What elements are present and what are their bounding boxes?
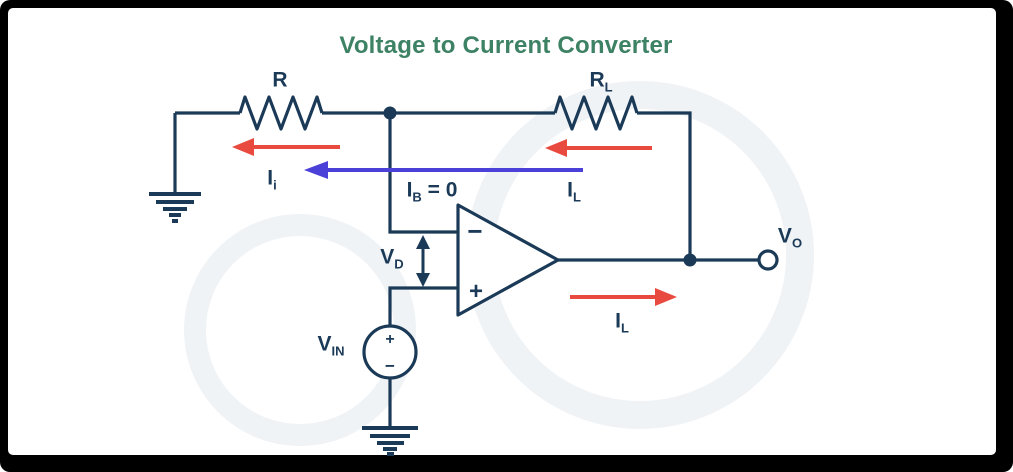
source-plus-sign: +	[385, 331, 395, 348]
label-vin-sub: IN	[331, 343, 345, 359]
wire-top-right	[637, 111, 692, 260]
label-voltage-vd: VD	[380, 245, 403, 271]
ground-left-icon	[149, 192, 201, 223]
label-voltage-vo: VO	[777, 224, 802, 250]
arrow-il-top	[545, 139, 652, 157]
label-ib-suffix: = 0	[421, 178, 458, 202]
label-voltage-vin: VIN	[317, 332, 344, 358]
label-vo-main: V	[777, 224, 792, 248]
junction-dot-output	[683, 253, 697, 267]
diagram-title: Voltage to Current Converter	[339, 32, 673, 59]
label-vo-sub: O	[791, 235, 803, 251]
label-il-top-main: I	[567, 178, 573, 202]
ground-bottom-icon	[362, 426, 418, 456]
arrow-il-output	[570, 288, 677, 306]
resistor-r-symbol	[238, 95, 324, 131]
label-vd-main: V	[380, 245, 395, 269]
label-current-il-top: IL	[567, 178, 581, 204]
arrow-ii	[232, 138, 340, 156]
label-il-out-main: I	[615, 309, 621, 333]
label-rl-main: R	[589, 68, 605, 92]
label-resistor-r: R	[272, 70, 287, 91]
resistor-rl-symbol	[553, 95, 639, 131]
vd-arrow	[416, 235, 430, 287]
current-arrows	[232, 138, 677, 306]
opamp-noninverting-sign: +	[468, 278, 484, 305]
label-il-top-sub: L	[572, 189, 581, 205]
label-ii-sub: i	[273, 177, 277, 193]
label-current-ii: Ii	[267, 166, 276, 192]
label-vd-sub: D	[394, 256, 404, 272]
label-current-il-output: IL	[615, 309, 629, 335]
label-r-main: R	[272, 68, 288, 92]
opamp-triangle	[456, 203, 560, 317]
label-resistor-rl: RL	[589, 68, 612, 94]
wire-noninverting-input	[388, 286, 458, 327]
vin-source-circle	[362, 324, 418, 380]
wires	[173, 95, 759, 427]
wire-inverting-input	[388, 113, 458, 234]
arrow-ib	[304, 161, 583, 179]
output-terminal	[757, 249, 779, 271]
label-vin-main: V	[317, 332, 332, 356]
label-ii-main: I	[267, 166, 274, 190]
label-il-out-sub: L	[620, 320, 629, 336]
junction-dot-feedback	[383, 106, 397, 120]
label-ib-sub: B	[412, 189, 422, 205]
label-bias-current-ib: IB = 0	[406, 178, 458, 204]
source-minus-sign: −	[385, 356, 395, 376]
opamp-inverting-sign: −	[467, 216, 483, 246]
label-ib-main: I	[406, 178, 413, 202]
label-rl-sub: L	[604, 79, 613, 95]
